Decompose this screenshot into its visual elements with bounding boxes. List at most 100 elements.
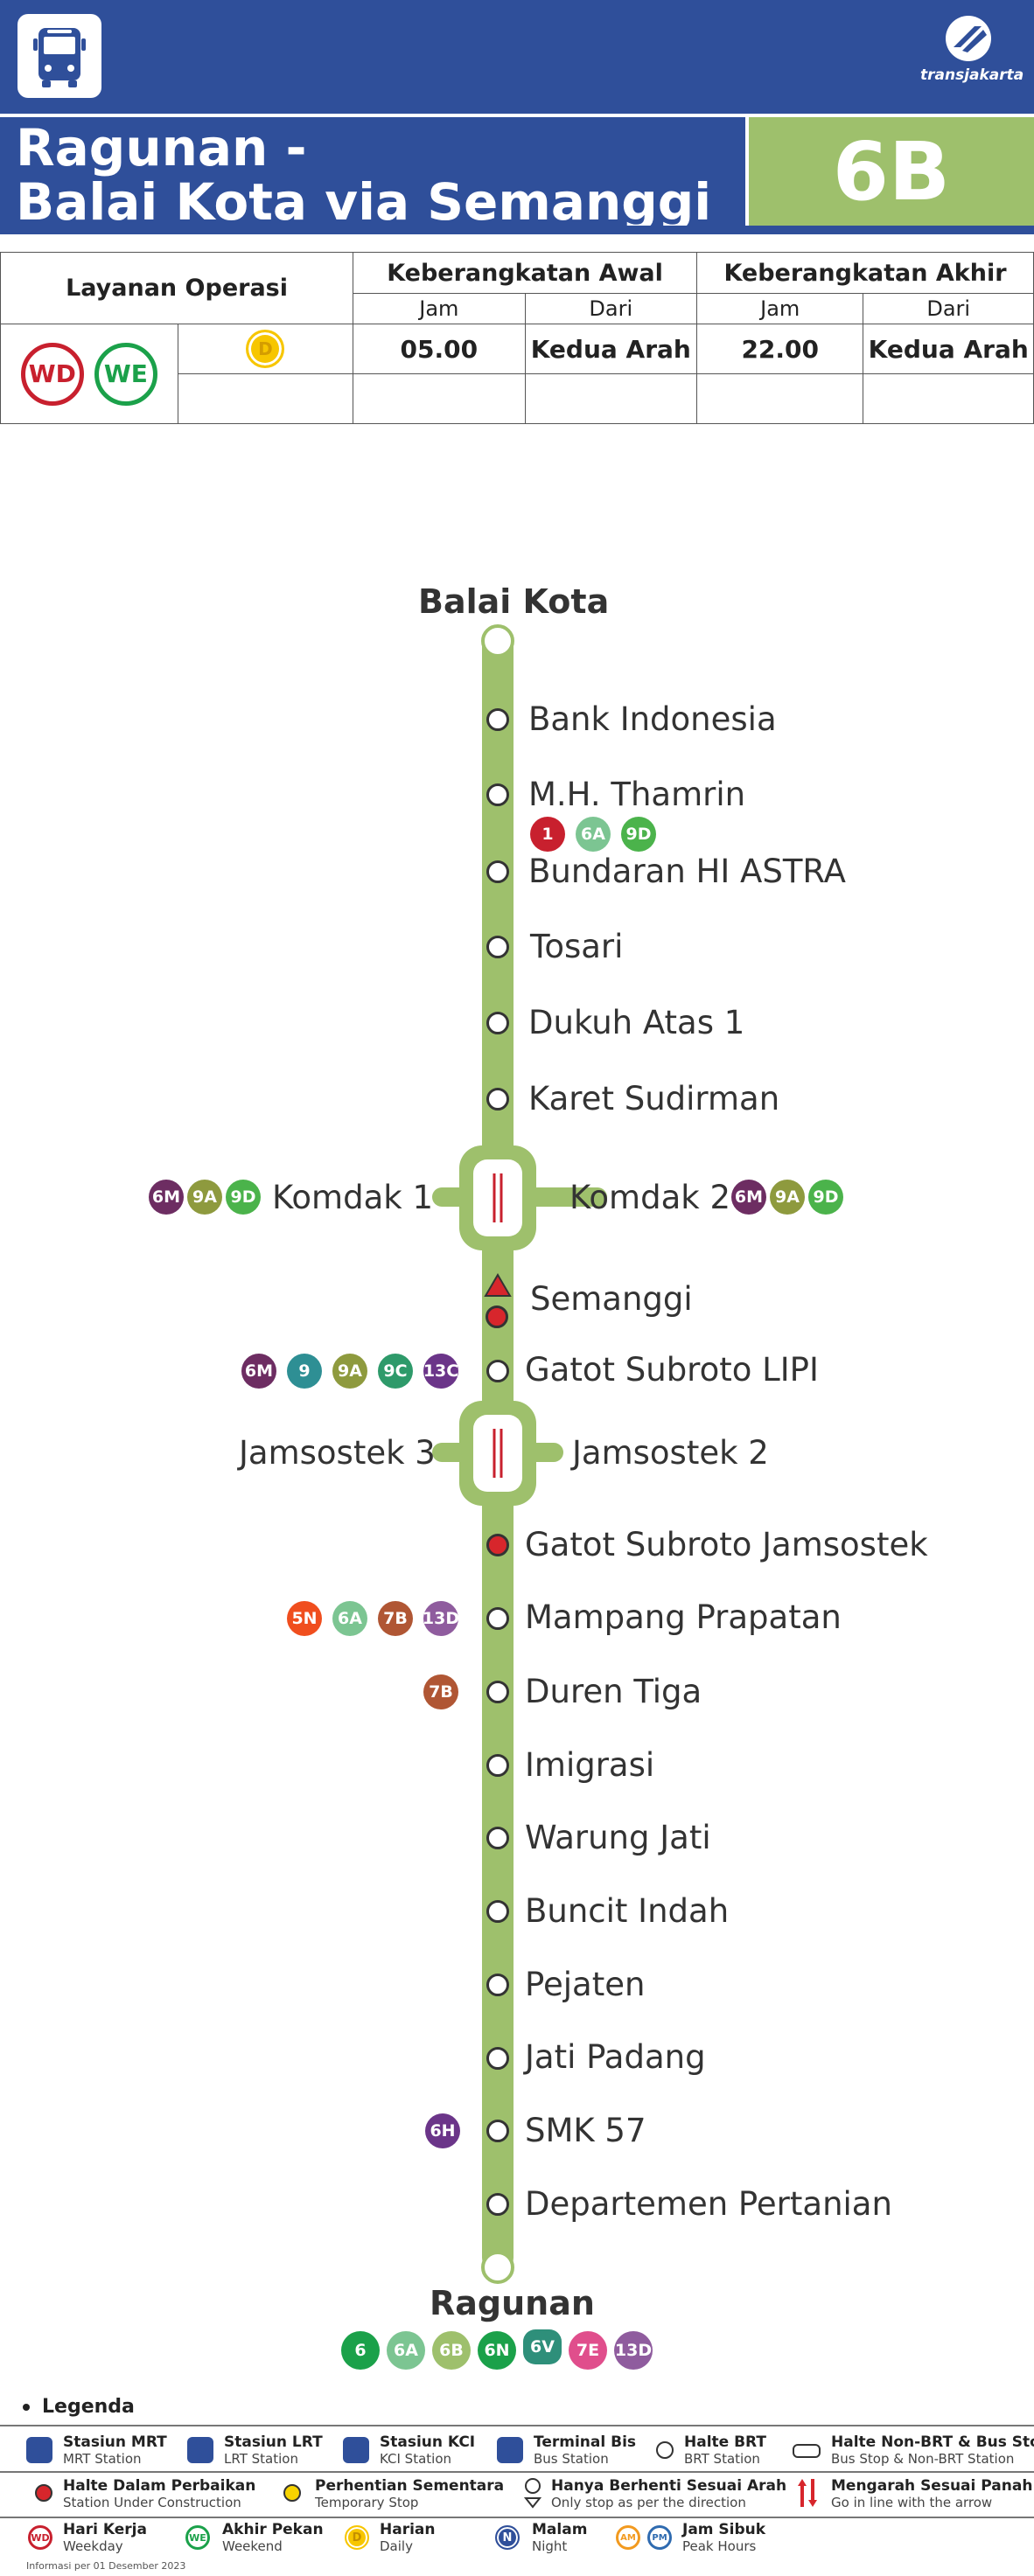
pm-icon: PM bbox=[647, 2525, 672, 2550]
station-marker-repair[interactable] bbox=[486, 1534, 509, 1556]
station-bank-indonesia[interactable]: Bank Indonesia bbox=[528, 700, 777, 738]
legend-kci-sub: KCI Station bbox=[380, 2451, 452, 2467]
station-marker[interactable] bbox=[486, 1827, 509, 1849]
weekend-badge: WE bbox=[94, 342, 157, 406]
legend-weekend-sub: Weekend bbox=[222, 2538, 283, 2554]
legend-brt-sub: BRT Station bbox=[684, 2451, 760, 2467]
station-karet-sudirman[interactable]: Karet Sudirman bbox=[528, 1080, 780, 1117]
station-smk-57[interactable]: SMK 57 bbox=[525, 2112, 646, 2149]
daily-badge: D bbox=[246, 330, 285, 368]
schedule-table: Layanan Operasi Keberangkatan Awal Keber… bbox=[0, 252, 1034, 424]
legend-daily-title: Harian bbox=[380, 2521, 436, 2538]
station-marker[interactable] bbox=[486, 1900, 509, 1923]
terminal-south[interactable] bbox=[481, 2251, 514, 2284]
station-mampang-prapatan[interactable]: Mampang Prapatan bbox=[525, 1598, 842, 1636]
lrt-icon bbox=[187, 2437, 213, 2463]
legend-weekend-title: Akhir Pekan bbox=[222, 2521, 324, 2538]
transfer-jamsostek[interactable] bbox=[459, 1401, 536, 1506]
station-marker-repair[interactable] bbox=[486, 1305, 508, 1328]
station-semanggi[interactable]: Semanggi bbox=[530, 1280, 693, 1318]
station-gatot-subroto-lipi[interactable]: Gatot Subroto LIPI bbox=[525, 1351, 819, 1389]
legend-daily-sub: Daily bbox=[380, 2538, 413, 2554]
station-komdak-1[interactable]: Komdak 1 bbox=[272, 1179, 433, 1216]
legend-weekday-title: Hari Kerja bbox=[63, 2521, 147, 2538]
route-badge-13d: 13D bbox=[423, 1601, 459, 1636]
station-tosari[interactable]: Tosari bbox=[530, 928, 624, 965]
temporary-stop-icon bbox=[283, 2484, 301, 2502]
direction-triangle-icon bbox=[484, 1273, 512, 1297]
station-bundaran-hi[interactable]: Bundaran HI ASTRA bbox=[528, 853, 846, 890]
route-badge-6: 6 bbox=[341, 2331, 380, 2370]
legend-title-text: Legenda bbox=[42, 2396, 135, 2418]
station-marker[interactable] bbox=[486, 1974, 509, 1996]
kci-icon bbox=[343, 2437, 369, 2463]
station-komdak-2[interactable]: Komdak 2 bbox=[569, 1179, 730, 1216]
first-departure-header: Keberangkatan Awal bbox=[353, 252, 697, 294]
station-gatot-subroto-jamsostek[interactable]: Gatot Subroto Jamsostek bbox=[525, 1526, 928, 1563]
station-marker[interactable] bbox=[486, 2193, 509, 2216]
route-title: Ragunan - Balai Kota via Semanggi bbox=[16, 121, 711, 229]
legend-peak-sub: Peak Hours bbox=[682, 2538, 757, 2554]
station-marker[interactable] bbox=[486, 936, 509, 958]
bus-icon bbox=[17, 14, 101, 98]
station-departemen-pertanian[interactable]: Departemen Pertanian bbox=[525, 2185, 892, 2223]
route-badge-6v: 6V bbox=[523, 2329, 562, 2364]
station-duren-tiga[interactable]: Duren Tiga bbox=[525, 1673, 702, 1710]
arrow-direction-icon bbox=[798, 2479, 817, 2507]
legend-arrow-sub: Go in line with the arrow bbox=[831, 2495, 993, 2510]
station-marker[interactable] bbox=[486, 1607, 509, 1630]
empty-cell bbox=[353, 373, 526, 424]
route-badge-7e: 7E bbox=[569, 2331, 607, 2370]
empty-cell bbox=[863, 373, 1034, 424]
weekend-icon: WE bbox=[185, 2525, 210, 2550]
legend-brt-title: Halte BRT bbox=[684, 2433, 766, 2451]
legend-footer: Informasi per 01 Desember 2023 bbox=[26, 2560, 186, 2572]
route-badge-9: 9 bbox=[287, 1354, 322, 1389]
station-marker[interactable] bbox=[486, 2047, 509, 2070]
route-badge-9c: 9C bbox=[378, 1354, 413, 1389]
night-icon: N bbox=[495, 2525, 520, 2550]
transjakarta-logo: transjakarta bbox=[920, 14, 1024, 93]
station-dukuh-atas[interactable]: Dukuh Atas 1 bbox=[528, 1004, 745, 1041]
transfer-komdak[interactable] bbox=[459, 1145, 536, 1250]
station-mh-thamrin[interactable]: M.H. Thamrin bbox=[528, 776, 746, 813]
station-buncit-indah[interactable]: Buncit Indah bbox=[525, 1892, 730, 1930]
service-label: Layanan Operasi bbox=[0, 252, 354, 324]
route-badge-6a: 6A bbox=[387, 2331, 425, 2370]
station-warung-jati[interactable]: Warung Jati bbox=[525, 1819, 711, 1856]
legend-night-sub: Night bbox=[532, 2538, 568, 2554]
first-from-col: Dari bbox=[524, 293, 698, 324]
station-marker[interactable] bbox=[486, 860, 509, 883]
legend-repair-title: Halte Dalam Perbaikan bbox=[63, 2477, 256, 2495]
station-marker[interactable] bbox=[486, 708, 509, 731]
legend-terminal-title: Terminal Bis bbox=[534, 2433, 637, 2451]
station-marker[interactable] bbox=[486, 1360, 509, 1382]
station-marker[interactable] bbox=[486, 1681, 509, 1703]
terminal-north[interactable] bbox=[481, 624, 514, 658]
legend-arrow-title: Mengarah Sesuai Panah bbox=[831, 2477, 1033, 2495]
station-marker[interactable] bbox=[486, 1088, 509, 1110]
legend-weekday-sub: Weekday bbox=[63, 2538, 123, 2554]
station-marker[interactable] bbox=[486, 783, 509, 806]
station-imigrasi[interactable]: Imigrasi bbox=[525, 1746, 655, 1784]
station-marker[interactable] bbox=[486, 2120, 509, 2142]
station-pejaten[interactable]: Pejaten bbox=[525, 1966, 646, 2003]
route-code-box: 6B bbox=[745, 114, 1034, 226]
station-marker[interactable] bbox=[486, 1754, 509, 1777]
legend-non-brt-title: Halte Non-BRT & Bus Stop bbox=[831, 2433, 1034, 2451]
legend-kci-title: Stasiun KCI bbox=[380, 2433, 476, 2451]
legend-peak-title: Jam Sibuk bbox=[682, 2521, 766, 2538]
station-jati-padang[interactable]: Jati Padang bbox=[525, 2038, 706, 2076]
legend-repair-sub: Station Under Construction bbox=[63, 2495, 241, 2510]
station-marker[interactable] bbox=[486, 1012, 509, 1034]
station-jamsostek-3[interactable]: Jamsostek 3 bbox=[239, 1434, 436, 1472]
daily-cell: D bbox=[177, 324, 354, 374]
bullet-icon bbox=[23, 2404, 30, 2411]
last-from-col: Dari bbox=[863, 293, 1034, 324]
station-jamsostek-2[interactable]: Jamsostek 2 bbox=[572, 1434, 769, 1472]
